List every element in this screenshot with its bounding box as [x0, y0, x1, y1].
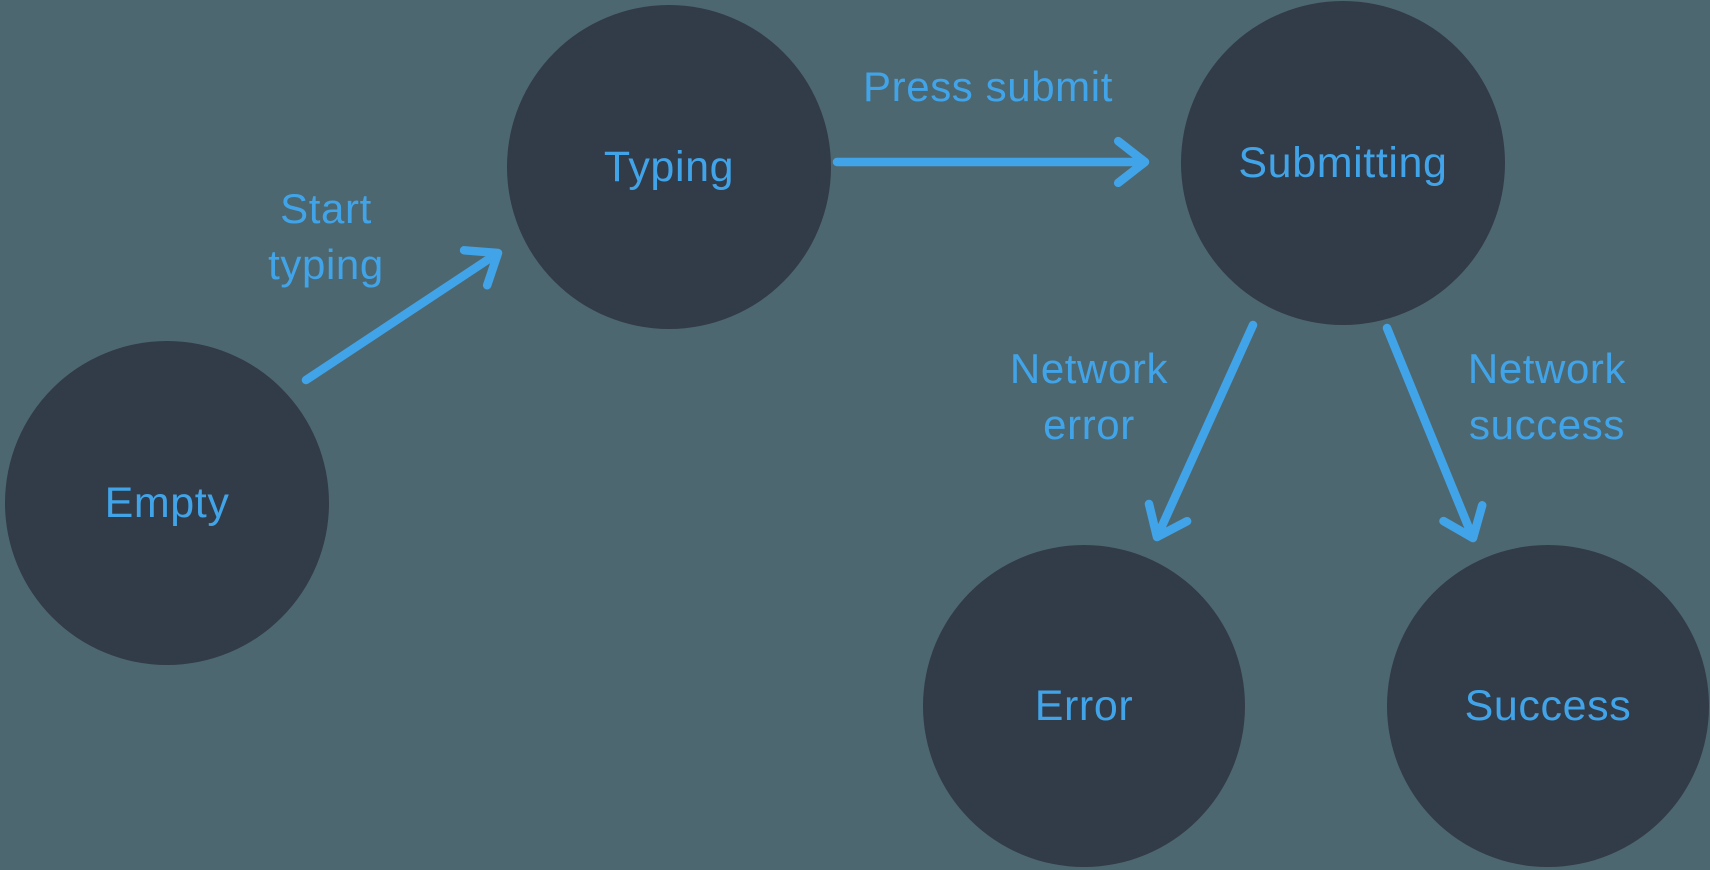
node-submitting: Submitting — [1181, 1, 1505, 325]
node-success-label: Success — [1464, 681, 1632, 730]
node-error-label: Error — [1034, 681, 1134, 730]
edge-label-press-submit: Press submit — [863, 63, 1113, 110]
node-empty: Empty — [5, 341, 329, 665]
edge-label-network-error: Network error — [1009, 345, 1169, 448]
edge-label-start-typing: Start typing — [268, 185, 384, 288]
edge-arrow-network-success — [1382, 323, 1487, 543]
node-typing-label: Typing — [603, 142, 735, 191]
node-submitting-label: Submitting — [1238, 138, 1448, 187]
edge-arrow-network-error — [1144, 320, 1258, 542]
node-empty-label: Empty — [104, 478, 230, 527]
edge-arrow-press-submit — [832, 136, 1150, 188]
edge-label-network-success: Network success — [1467, 345, 1627, 448]
node-error: Error — [923, 545, 1245, 867]
node-success: Success — [1387, 545, 1709, 867]
edge-arrow-start-typing — [301, 246, 503, 385]
node-typing: Typing — [507, 5, 831, 329]
